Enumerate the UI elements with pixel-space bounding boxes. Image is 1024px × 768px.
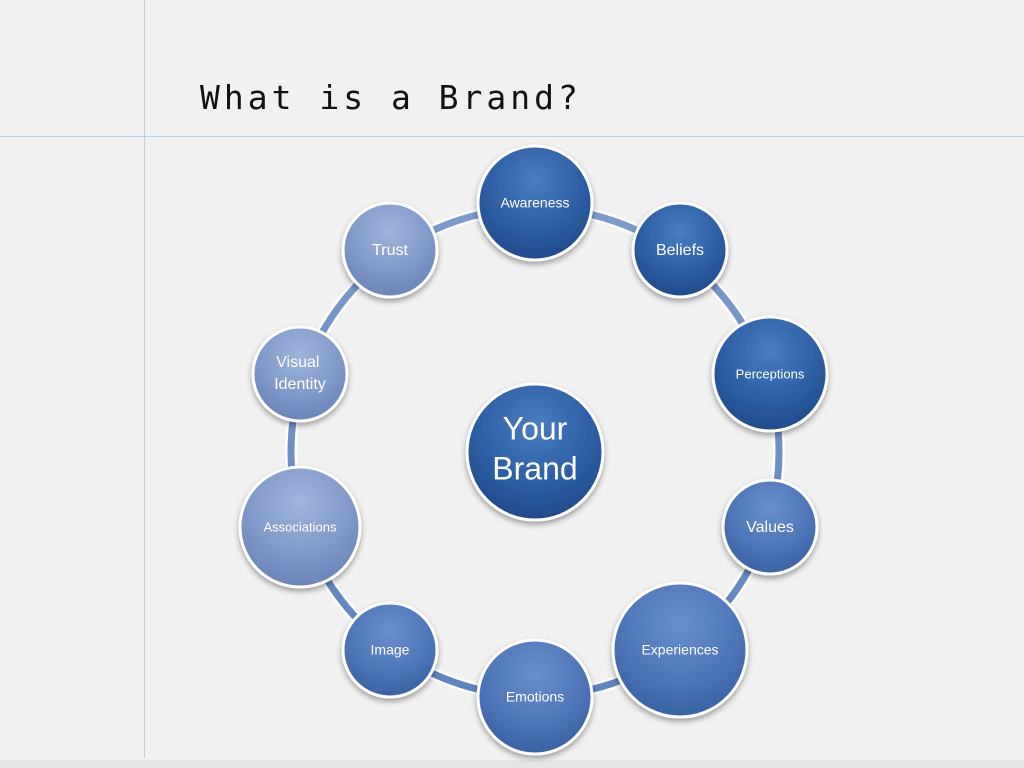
node-awareness xyxy=(476,144,594,262)
node-label-awareness: Awareness xyxy=(500,195,569,211)
node-visual-identity xyxy=(251,325,349,423)
node-image xyxy=(341,601,439,699)
center-label-line2: Brand xyxy=(492,450,577,486)
node-values xyxy=(721,478,819,576)
node-label-visual-identity: Visual Identity xyxy=(274,354,326,393)
horizontal-guide-line xyxy=(0,136,1024,137)
node-beliefs xyxy=(631,201,729,299)
node-emotions xyxy=(476,638,594,756)
node-label-beliefs: Beliefs xyxy=(656,242,704,259)
vertical-guide-line xyxy=(144,0,145,758)
node-label-perceptions: Perceptions xyxy=(736,366,805,381)
center-node-your-brand xyxy=(465,382,605,522)
node-label-image: Image xyxy=(371,642,410,658)
center-label-line1: Your xyxy=(503,410,568,446)
slide-title: What is a Brand? xyxy=(200,78,582,117)
node-trust xyxy=(341,201,439,299)
node-label-trust: Trust xyxy=(372,242,408,259)
node-label-experiences: Experiences xyxy=(641,642,718,658)
node-experiences xyxy=(611,581,749,719)
node-associations xyxy=(238,465,362,589)
node-perceptions xyxy=(711,315,829,433)
node-label-values: Values xyxy=(746,519,794,536)
bottom-strip xyxy=(0,760,1024,768)
node-label-associations: Associations xyxy=(264,519,337,534)
node-label-emotions: Emotions xyxy=(506,689,564,705)
